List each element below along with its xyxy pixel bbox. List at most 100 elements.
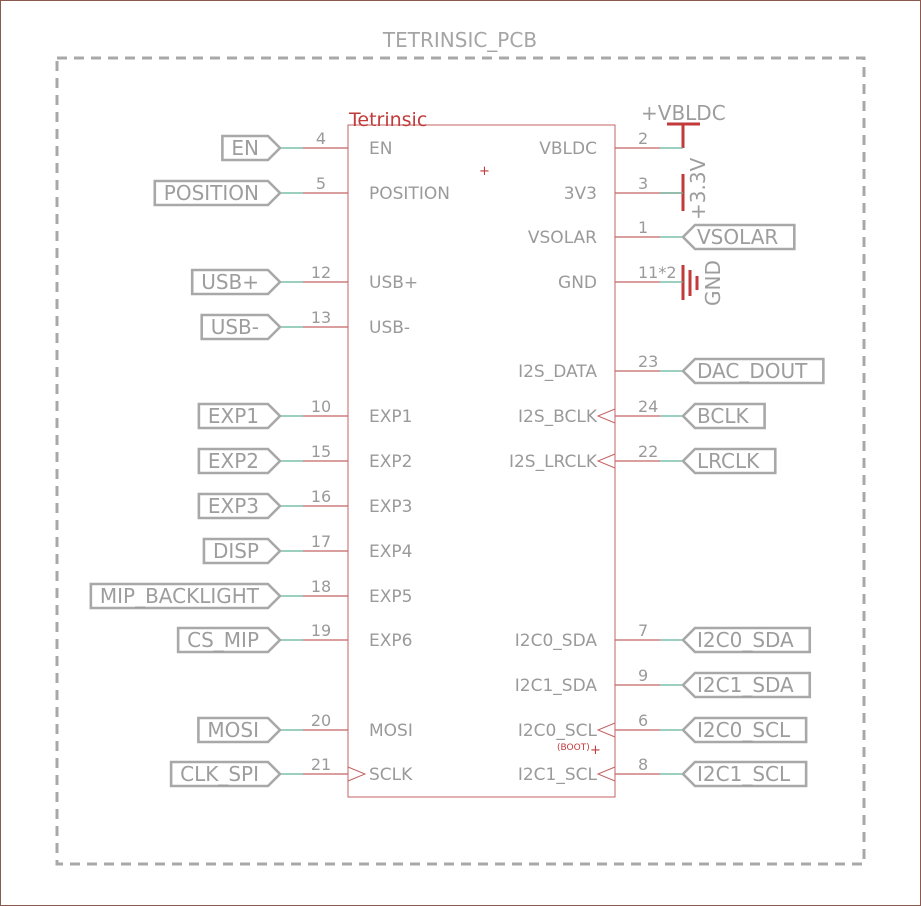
- right-pin-5-number: 24: [638, 397, 658, 416]
- left-pin-3-net-label: USB-: [211, 315, 259, 339]
- right-pin-9-name: I2C0_SCL: [518, 721, 598, 741]
- right-pin-1-number: 3: [638, 174, 648, 193]
- right-pin-8-net-label: I2C1_SDA: [697, 673, 794, 697]
- left-pin-9-net-label: CS_MIP: [187, 628, 259, 652]
- left-pin-10-number: 20: [311, 711, 331, 730]
- right-pin-7-net-flag: [681, 626, 812, 654]
- left-pin-8-net-label: MIP_BACKLIGHT: [100, 584, 260, 608]
- v33-label: +3.3V: [686, 157, 710, 220]
- left-pin-5-name: EXP2: [369, 452, 412, 472]
- left-pin-11-number: 21: [311, 755, 331, 774]
- right-pin-3-number: 11*2: [638, 263, 677, 282]
- right-pin-5-clock-marker: [596, 408, 616, 424]
- gnd-symbol: GND: [681, 260, 725, 306]
- left-pin-5-number: 15: [311, 442, 331, 461]
- right-pin-10-clock-marker: [596, 766, 616, 782]
- left-pin-7-net-flag: [202, 537, 282, 565]
- left-pin-6-net-flag: [197, 492, 282, 520]
- left-pin-3-net-flag: [200, 313, 282, 341]
- boot-note: (BOOT): [557, 743, 590, 753]
- left-pin-2-net-flag: [190, 268, 282, 296]
- left-pin-7-name: EXP4: [369, 542, 412, 562]
- right-pin-9-clock-marker: [596, 722, 616, 738]
- right-pin-6-clock-marker: [596, 453, 616, 469]
- right-pin-6-number: 22: [638, 442, 658, 461]
- left-pin-4-net-flag: [197, 402, 282, 430]
- left-pin-11-net-label: CLK_SPI: [180, 762, 259, 786]
- right-pin-0-number: 2: [638, 129, 648, 148]
- origin-mark-2: +: [590, 743, 601, 758]
- left-pin-1-name: POSITION: [369, 184, 450, 204]
- right-pin-5-net-flag: [681, 402, 766, 430]
- origin-mark-1: +: [479, 164, 490, 179]
- left-pin-9-name: EXP6: [369, 631, 412, 651]
- right-pin-8-number: 9: [638, 666, 648, 685]
- right-pin-2-net-flag: [681, 223, 796, 251]
- right-pin-1-name: 3V3: [564, 184, 597, 204]
- right-pin-0-name: VBLDC: [539, 139, 597, 159]
- vbldc-power-symbol: +VBLDC: [641, 101, 726, 148]
- left-pin-6-name: EXP3: [369, 497, 412, 517]
- right-pin-7-number: 7: [638, 621, 648, 640]
- right-pin-9-net-flag: [681, 716, 808, 744]
- right-pin-4-net-flag: [681, 357, 825, 385]
- right-pin-5-net-label: BCLK: [697, 404, 749, 428]
- left-pin-1-net-flag: [153, 179, 282, 207]
- v33-power-symbol: +3.3V: [660, 157, 710, 220]
- right-pin-2-number: 1: [638, 218, 648, 237]
- right-pin-4-number: 23: [638, 352, 658, 371]
- right-pin-6-name: I2S_LRCLK: [509, 452, 598, 472]
- right-pin-9-net-label: I2C0_SCL: [697, 718, 791, 742]
- right-pin-6-net-flag: [681, 447, 777, 475]
- left-pin-10-net-flag: [197, 716, 282, 744]
- left-pin-0-name: EN: [369, 139, 392, 159]
- left-pin-9-net-flag: [176, 626, 282, 654]
- left-pin-1-net-label: POSITION: [164, 181, 259, 205]
- right-pin-10-number: 8: [638, 755, 648, 774]
- right-pin-7-net-label: I2C0_SDA: [697, 628, 794, 652]
- left-pin-8-net-flag: [89, 582, 282, 610]
- part-name: Tetrinsic: [348, 109, 427, 131]
- left-pin-0-net-label: EN: [231, 136, 259, 160]
- right-pin-3-name: GND: [558, 273, 597, 293]
- left-pin-8-name: EXP5: [369, 587, 412, 607]
- right-pin-8-net-flag: [681, 671, 812, 699]
- left-pin-11-clock-marker: [347, 766, 367, 782]
- gnd-label: GND: [701, 260, 725, 306]
- left-pin-11-net-flag: [169, 760, 282, 788]
- right-pin-10-net-label: I2C1_SCL: [697, 762, 791, 786]
- right-pin-4-net-label: DAC_DOUT: [697, 359, 808, 383]
- left-pin-11-name: SCLK: [369, 765, 413, 785]
- right-pin-2-net-label: VSOLAR: [697, 225, 778, 249]
- left-pin-1-number: 5: [316, 174, 326, 193]
- left-pin-2-number: 12: [311, 263, 331, 282]
- vbldc-label: +VBLDC: [641, 101, 726, 125]
- right-pin-8-name: I2C1_SDA: [515, 676, 598, 696]
- left-pin-3-number: 13: [311, 308, 331, 327]
- left-pin-0-net-flag: [221, 134, 282, 162]
- left-pin-10-net-label: MOSI: [207, 718, 259, 742]
- left-pin-2-name: USB+: [369, 273, 418, 293]
- right-pin-7-name: I2C0_SDA: [515, 631, 598, 651]
- right-pin-6-net-label: LRCLK: [697, 449, 760, 473]
- left-pin-5-net-flag: [197, 447, 282, 475]
- left-pin-4-number: 10: [311, 397, 331, 416]
- left-pin-7-number: 17: [311, 532, 331, 551]
- left-pin-6-number: 16: [311, 487, 331, 506]
- right-pin-4-name: I2S_DATA: [518, 362, 597, 382]
- right-pin-10-name: I2C1_SCL: [518, 765, 598, 785]
- left-pin-3-name: USB-: [369, 318, 410, 338]
- board-title: TETRINSIC_PCB: [382, 28, 537, 52]
- left-pin-7-net-label: DISP: [213, 539, 259, 563]
- left-pin-4-net-label: EXP1: [208, 404, 259, 428]
- right-pin-5-name: I2S_BCLK: [518, 407, 598, 427]
- right-pin-10-net-flag: [681, 760, 808, 788]
- right-pin-2-name: VSOLAR: [528, 228, 597, 248]
- left-pin-4-name: EXP1: [369, 407, 412, 427]
- left-pin-9-number: 19: [311, 621, 331, 640]
- left-pin-5-net-label: EXP2: [208, 449, 259, 473]
- left-pin-6-net-label: EXP3: [208, 494, 259, 518]
- right-pin-9-number: 6: [638, 711, 648, 730]
- left-pin-8-number: 18: [311, 577, 331, 596]
